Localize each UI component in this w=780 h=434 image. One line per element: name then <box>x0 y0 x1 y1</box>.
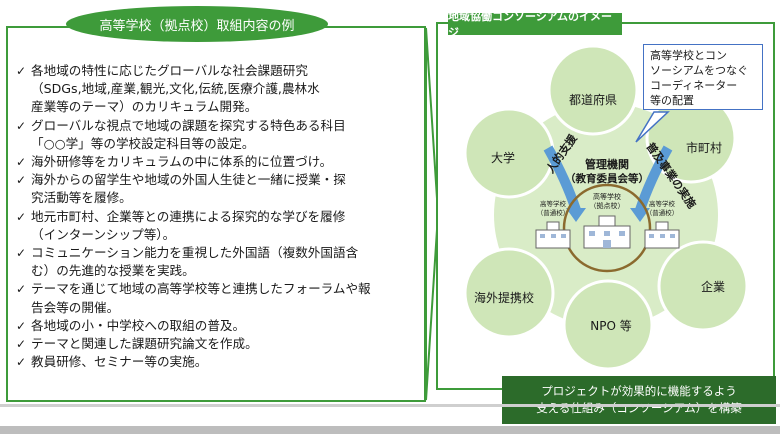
circle-prefecture <box>547 44 639 136</box>
panel-connector-arrow <box>425 27 440 401</box>
check-icon: ✓ <box>16 155 27 170</box>
label-city: 市町村 <box>686 140 722 155</box>
circle-npo <box>562 279 654 371</box>
right-school-label-2: （普通校） <box>646 208 679 217</box>
hub-school-building-icon <box>583 215 631 249</box>
list-item: ✓各地域の特性に応じたグローバルな社会課題研究 <box>16 62 416 80</box>
consortium-diagram: 都道府県 市町村 大学 企業 海外提携校 NPO 等 管理機関 （教育委員会等）… <box>463 44 749 371</box>
list-item-continuation: 告会等の開催。 <box>31 299 120 315</box>
banner-line-1: プロジェクトが効果的に機能するよう <box>541 384 737 398</box>
label-overseas: 海外提携校 <box>474 290 534 305</box>
label-university: 大学 <box>491 150 515 165</box>
label-company: 企業 <box>701 279 725 294</box>
list-item: ✓テーマを通じて地域の高等学校等と連携したフォーラムや報 <box>16 280 416 298</box>
list-item-continuation: 究活動等を履修。 <box>31 190 132 206</box>
list-item: ✓地元市町村、企業等との連携による探究的な学びを履修 <box>16 208 416 226</box>
list-item: ✓海外研修等をカリキュラムの中に体系的に位置づけ。 <box>16 153 416 171</box>
center-label-sub: （教育委員会等） <box>565 172 649 185</box>
left-school-building-icon <box>535 221 571 249</box>
check-icon: ✓ <box>16 173 27 188</box>
left-support-arrow <box>543 145 581 212</box>
list-item-continuation: （SDGs,地域,産業,観光,文化,伝統,医療介護,農林水 <box>31 81 320 97</box>
left-arrow-head <box>566 208 586 222</box>
banner-line-2: 支える仕組み（コンソーシアム）を構築 <box>536 401 742 415</box>
hub-label-1: 高等学校 <box>593 192 621 201</box>
check-icon: ✓ <box>16 118 27 133</box>
footer-divider <box>0 404 780 407</box>
label-prefecture: 都道府県 <box>569 92 617 107</box>
list-item: ✓海外からの留学生や地域の外国人生徒と一緒に授業・探 <box>16 171 416 189</box>
list-item-continuation: 「○○学」等の学校設定科目等の設定。 <box>31 135 255 151</box>
center-label-main: 管理機関 <box>585 157 629 171</box>
right-school-building-icon <box>644 221 680 249</box>
footer-band <box>0 426 780 434</box>
hub-label-2: （拠点校） <box>590 201 625 210</box>
circle-overseas <box>463 247 555 339</box>
check-icon: ✓ <box>16 355 27 370</box>
list-item: ✓グローバルな視点で地域の課題を探究する特色ある科目 <box>16 117 416 135</box>
right-school-label-1: 高等学校 <box>649 199 676 208</box>
left-school-label-2: （普通校） <box>537 208 570 217</box>
activity-list: ✓各地域の特性に応じたグローバルな社会課題研究 （SDGs,地域,産業,観光,文… <box>16 62 416 371</box>
callout-pointer <box>635 111 670 143</box>
list-item: ✓コミュニケーション能力を重視した外国語（複数外国語含 <box>16 244 416 262</box>
check-icon: ✓ <box>16 318 27 333</box>
check-icon: ✓ <box>16 209 27 224</box>
list-item: ✓テーマと関連した課題研究論文を作成。 <box>16 335 416 353</box>
list-item-continuation: む）の先進的な授業を実践。 <box>31 263 195 279</box>
check-icon: ✓ <box>16 64 27 78</box>
list-item: ✓各地域の小・中学校への取組の普及。 <box>16 317 416 335</box>
list-item-continuation: 産業等のテーマ）のカリキュラム開発。 <box>31 99 258 115</box>
check-icon: ✓ <box>16 246 27 261</box>
check-icon: ✓ <box>16 337 27 352</box>
hub-school-ring <box>562 183 652 273</box>
check-icon: ✓ <box>16 282 27 297</box>
coordinator-callout: 高等学校とコン ソーシアムをつなぐ コーディネーター 等の配置 <box>643 44 763 110</box>
label-npo: NPO 等 <box>590 319 631 333</box>
bottom-banner: プロジェクトが効果的に機能するよう 支える仕組み（コンソーシアム）を構築 <box>502 376 776 424</box>
list-item: ✓教員研修、セミナー等の実施。 <box>16 353 416 371</box>
right-panel-title: 地域協働コンソーシアムのイメージ <box>448 10 622 39</box>
right-arrow-head <box>630 208 650 222</box>
circle-company <box>657 240 749 332</box>
left-panel-title: 高等学校（拠点校）取組内容の例 <box>66 6 328 42</box>
left-school-label-1: 高等学校 <box>540 199 567 208</box>
left-panel <box>6 26 426 402</box>
list-item-continuation: （インターンシップ等）。 <box>31 226 176 242</box>
